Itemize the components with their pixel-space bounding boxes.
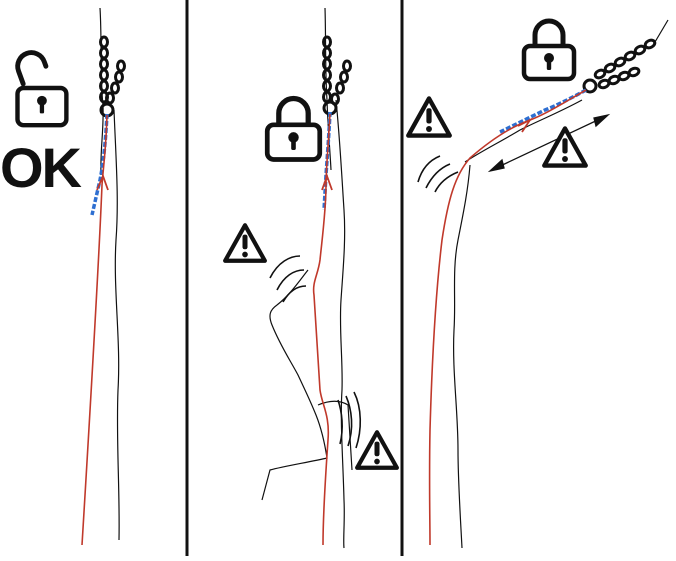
- warning-triangle-icon: [408, 98, 449, 135]
- rope: [81, 114, 108, 546]
- cliff-outline-right: [453, 164, 471, 549]
- anchor-chain: [99, 35, 126, 105]
- rope-knot: [321, 173, 333, 191]
- warning-triangle-icon: [357, 432, 397, 468]
- cliff-outline-upper: [324, 7, 332, 171]
- ok-label: OK: [0, 136, 82, 199]
- warning-triangle-icon: [544, 128, 585, 165]
- motion-lines: [417, 155, 459, 193]
- sling: [499, 88, 587, 134]
- panel-2: [225, 7, 397, 549]
- open-padlock-icon: [14, 49, 67, 125]
- motion-lines: [269, 255, 362, 449]
- cliff-outline-left: [261, 269, 328, 501]
- rope-knot: [517, 117, 533, 133]
- cliff-outline-right: [335, 99, 346, 549]
- sling: [90, 113, 109, 216]
- cliff-ledge: [317, 400, 353, 471]
- closed-padlock-icon: [524, 21, 574, 79]
- anchor-chain: [593, 38, 657, 90]
- anchor-ring: [582, 78, 598, 94]
- panel-3: [408, 19, 669, 549]
- rope: [312, 113, 331, 546]
- closed-padlock-icon: [267, 99, 320, 160]
- anchor-bolt-line: [654, 19, 669, 43]
- warning-triangle-icon: [225, 225, 265, 261]
- panel-1: OK: [0, 7, 126, 546]
- cliff-outline-right: [113, 109, 120, 541]
- anchor-chain: [322, 35, 352, 106]
- length-arrow: [487, 113, 611, 173]
- rope-knot: [96, 173, 109, 191]
- cliff-edge-top: [464, 99, 583, 163]
